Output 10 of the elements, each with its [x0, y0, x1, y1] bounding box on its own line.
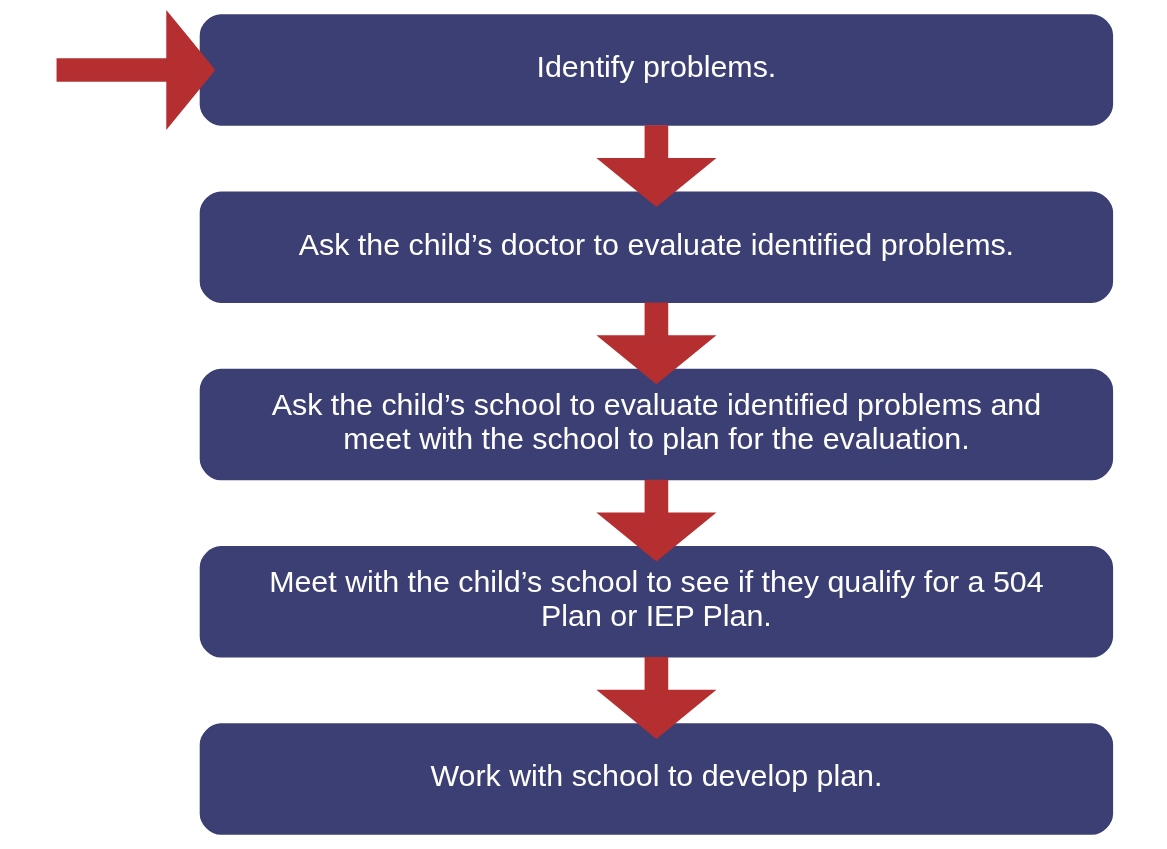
node-box: Ask the child’s doctor to evaluate identified problems. [199, 191, 1114, 303]
arrow [596, 657, 717, 739]
node-box: Meet with the child’s school to see if they qualify for a 504 Plan or IEP Plan. [199, 546, 1114, 658]
node-box: Identify problems. [199, 14, 1114, 126]
arrow [56, 9, 216, 130]
arrow [596, 479, 717, 562]
node-box: Ask the child’s school to evaluate identified problems and meet with the school to plan for the evaluation. [199, 368, 1114, 481]
node-box: Work with school to develop plan. [199, 723, 1114, 835]
arrow [596, 125, 717, 208]
arrow [596, 302, 717, 385]
